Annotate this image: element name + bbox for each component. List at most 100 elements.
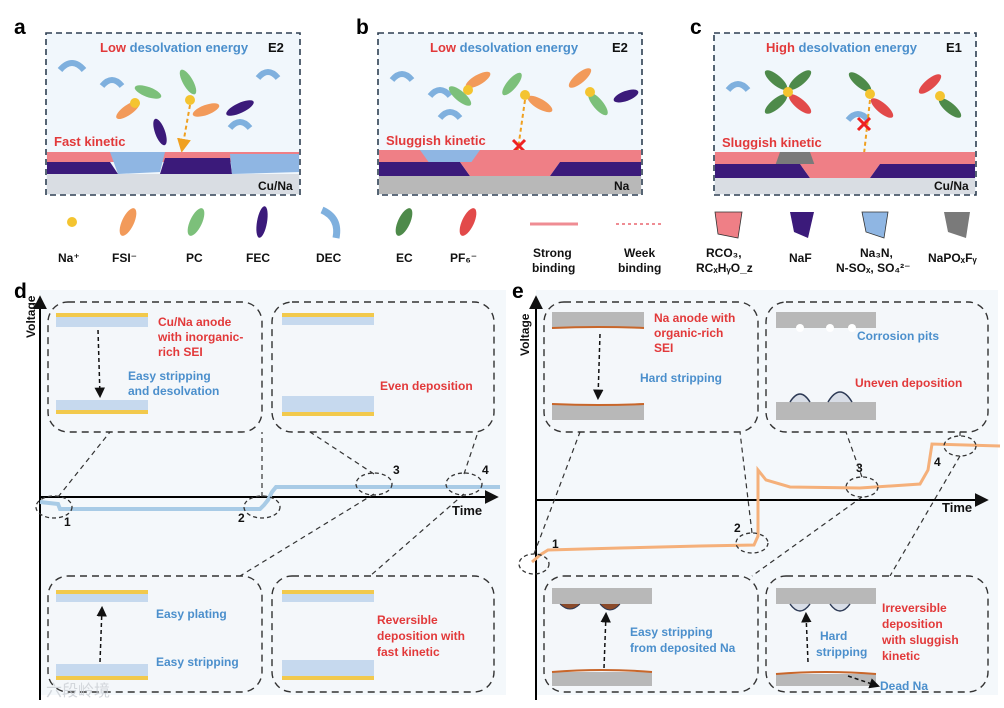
panel-letter-a: a <box>14 16 26 39</box>
svg-text:Low desolvation energy: Low desolvation energy <box>430 40 579 55</box>
panel-b-substrate: Na <box>614 179 630 193</box>
legend-strong-label-2: binding <box>532 261 575 275</box>
panel-d-b4-l1: Reversible <box>377 613 438 627</box>
panel-d-marker-4-ring <box>445 472 483 496</box>
panel-letter-d: d <box>14 280 27 303</box>
panel-e-b4-l1: Irreversible <box>882 601 947 615</box>
panel-d-voltage-curve <box>39 485 500 511</box>
panel-b-sei-layer <box>379 150 641 194</box>
panel-e-b4-l5: Hard <box>820 629 847 643</box>
panel-b-kinetic: Sluggish kinetic <box>386 133 486 148</box>
panel-c-substrate: Cu/Na <box>934 179 969 193</box>
panel-d-marker-2-ring <box>243 495 281 519</box>
panel-a-substrate: Cu/Na <box>258 179 293 193</box>
panel-d-marker-1: 1 <box>64 515 71 529</box>
legend-na3n-icon <box>861 211 889 239</box>
panel-e-bubble-3 <box>543 575 759 693</box>
svg-text:Low desolvation energy: Low desolvation energy <box>100 40 249 55</box>
legend-na-label: Na⁺ <box>58 251 80 265</box>
panel-c-solvation-clusters <box>725 70 962 175</box>
panel-b-tag: E2 <box>612 40 628 55</box>
legend-ec-label: EC <box>396 251 413 265</box>
watermark: 六段岭境 <box>46 681 110 700</box>
panel-a-sei-layer <box>47 152 299 194</box>
legend-naf-icon <box>790 212 814 238</box>
panel-c-sei-layer <box>715 152 975 194</box>
legend-pc-label: PC <box>186 251 203 265</box>
panel-letter-b: b <box>356 16 369 39</box>
panel-a: a Low desolvation energy E2 Fast kinetic <box>14 16 301 196</box>
panel-e-marker-4-ring <box>943 435 977 457</box>
legend-week-label-1: Week <box>624 246 655 260</box>
panel-d-marker-3-ring <box>355 472 393 496</box>
legend-rco3-label-1: RCO₃, <box>706 246 742 260</box>
legend-naf-label: NaF <box>789 251 812 265</box>
panel-d-bubble-1 <box>47 301 263 433</box>
panel-e-bubble-4 <box>765 575 989 693</box>
panel-d-b4-l3: fast kinetic <box>377 645 440 659</box>
panel-e-ylabel: Voltage <box>518 313 532 356</box>
panel-e-b1-l3: SEI <box>654 341 673 355</box>
panel-b-energy-level: Low <box>430 40 457 55</box>
panel-d-ylabel: Voltage <box>24 295 38 338</box>
legend-fec-icon <box>256 206 268 238</box>
panel-e-bubble-2 <box>765 301 989 433</box>
legend-napo-label: NaPOₓFᵧ <box>928 251 977 265</box>
panel-c: c High desolvation energy E1 Sluggish ki… <box>690 16 977 196</box>
panel-d-xlabel: Time <box>452 503 482 518</box>
legend-dec-label: DEC <box>316 251 342 265</box>
panel-a-energy-level: Low <box>100 40 127 55</box>
panel-e-marker-1: 1 <box>552 537 559 551</box>
panel-c-tag: E1 <box>946 40 962 55</box>
legend-dec-icon <box>320 206 341 239</box>
panel-d-b3-l2: Easy stripping <box>156 655 239 669</box>
panel-e-b2-l1: Corrosion pits <box>857 329 939 343</box>
legend-pc-icon <box>187 208 205 236</box>
panel-e-marker-3-ring <box>845 476 879 498</box>
legend-rco3-label-2: RCₓHᵧO_z <box>696 261 753 275</box>
legend-ec-icon <box>395 208 413 236</box>
panel-letter-c: c <box>690 16 702 39</box>
panel-e-marker-3: 3 <box>856 461 863 475</box>
panel-a-tag: E2 <box>268 40 284 55</box>
legend-na3n-label-2: N-SOₓ, SO₄²⁻ <box>836 261 910 275</box>
legend-strong-label-1: Strong <box>533 246 572 260</box>
panel-a-solvation-clusters <box>57 60 281 153</box>
panel-e-b3-l2: from deposited Na <box>630 641 736 655</box>
legend-pf6-icon <box>459 208 477 236</box>
panel-d-marker-3: 3 <box>393 463 400 477</box>
panel-c-energy-text: desolvation energy <box>799 40 918 55</box>
panel-a-kinetic: Fast kinetic <box>54 134 126 149</box>
panel-e-voltage-curve <box>531 442 1001 564</box>
panel-e-b4-l2: deposition <box>882 617 943 631</box>
legend-week-label-2: binding <box>618 261 661 275</box>
panel-d-marker-1-ring <box>35 495 73 519</box>
panel-d-bubble-3 <box>47 575 263 693</box>
panel-d-b1-l1: Cu/Na anode <box>158 315 232 329</box>
legend-na3n-label-1: Na₃N, <box>860 246 893 260</box>
legend: Na⁺ FSI⁻ PC FEC DEC EC PF₆⁻ Strong bindi… <box>58 206 977 275</box>
panel-e-marker-2: 2 <box>734 521 741 535</box>
panel-e-b4-l4: kinetic <box>882 649 920 663</box>
panel-e-b1-l2: organic-rich <box>654 326 723 340</box>
legend-pf6-label: PF₆⁻ <box>450 251 477 265</box>
panel-e-marker-4: 4 <box>934 455 941 469</box>
panel-d-b3-l1: Easy plating <box>156 607 227 621</box>
panel-b-energy-text: desolvation energy <box>460 40 579 55</box>
panel-e-xlabel: Time <box>942 500 972 515</box>
panel-b: b Low desolvation energy E2 Sluggish kin… <box>356 16 643 196</box>
panel-e-marker-2-ring <box>735 532 769 554</box>
panel-e-b1-l4: Hard stripping <box>640 371 722 385</box>
panel-b-solvation-clusters <box>389 68 639 173</box>
svg-text:High desolvation energy: High desolvation energy <box>766 40 918 55</box>
legend-fsi-icon <box>119 208 137 236</box>
panel-d-b2-l1: Even deposition <box>380 379 473 393</box>
panel-c-energy-level: High <box>766 40 795 55</box>
panel-d: d Voltage Time 1 2 3 4 Cu/Na anode with … <box>14 280 506 700</box>
panel-e: e Voltage Time 1 2 3 4 Na anode with org… <box>512 280 1001 700</box>
panel-d-b1-l2: with inorganic- <box>157 330 243 344</box>
panel-letter-e: e <box>512 280 524 303</box>
legend-fec-label: FEC <box>246 251 270 265</box>
legend-rco3-icon <box>714 211 743 239</box>
